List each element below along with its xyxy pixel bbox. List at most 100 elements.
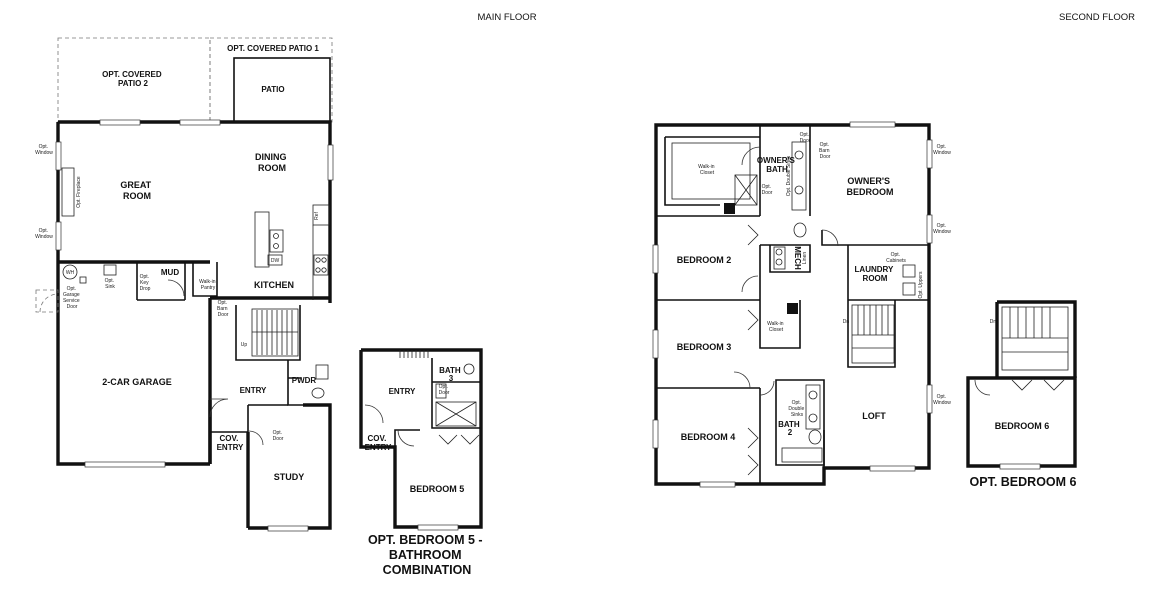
bedroom3-label: BEDROOM 3 [677, 342, 732, 352]
owners-bedroom-label: OWNER'S BEDROOM [847, 176, 894, 197]
walkin-closet-walls [664, 136, 760, 206]
water-heater [62, 264, 78, 280]
main-floor-heading: MAIN FLOOR [477, 12, 536, 23]
opt-garage-sink [103, 264, 117, 276]
owners-bath-linen [724, 203, 735, 214]
pwdr-label: PWDR [292, 376, 317, 385]
bath2-walls [775, 379, 825, 466]
bedroom3-walkin-closet-note: Walk-in Closet [767, 321, 785, 333]
bath2-toilet [808, 429, 822, 445]
opt-barn-door-note: Opt. Barn Door [217, 300, 229, 318]
opt-garage-door-note: Opt. Garage Service Door [63, 286, 81, 310]
mud-door-swing [167, 279, 185, 297]
owners-bath-label: OWNER'S BATH [757, 156, 797, 174]
walkin-closet-label: Walk-in Closet [698, 164, 716, 176]
bath3-sink [435, 383, 447, 399]
bath3-toilet [463, 363, 475, 375]
bedroom5-door [397, 429, 415, 447]
bath2-vanity [805, 384, 821, 430]
opt-bedroom5-interior-walls [394, 358, 481, 447]
opt-fireplace-note: Opt. Fireplace [76, 176, 82, 208]
bath2-label: BATH 2 [778, 420, 802, 437]
ref-note: Ref [314, 211, 320, 219]
opt-bedroom6-plan: Dn BEDROOM 6 OPT. BEDROOM 6 [966, 300, 1077, 489]
window-great-room-2 [55, 221, 62, 251]
opt-bedroom5-opt-door-note: Opt. Door [439, 384, 450, 396]
mud-label: MUD [161, 268, 179, 277]
opt-bedroom5-stair-rail [399, 350, 429, 358]
second-floor-plan: Walk-in Closet OWNER'S BATH OWNER'S BEDR… [652, 121, 951, 488]
bath2-opt-double-sinks-note: Opt. Double Sinks [788, 400, 805, 418]
mech-laundry-stair-walls [760, 230, 929, 368]
bath3-shower [435, 401, 477, 427]
study-label: STUDY [274, 472, 305, 482]
opt-window-note-2: Opt. Window [35, 228, 53, 240]
opt-uppers-note: Opt. Uppers [918, 271, 924, 298]
main-stairs [251, 308, 299, 357]
bedroom-closet-doors [747, 224, 759, 476]
opt-bedroom5-entry-label: ENTRY [389, 387, 416, 396]
bedroom3-door [733, 371, 751, 389]
garage-label: 2-CAR GARAGE [102, 377, 172, 387]
powder-sink [315, 364, 329, 380]
range [313, 254, 329, 276]
bedroom5-closet-doors [438, 434, 480, 445]
cov-entry-label: COV. ENTRY [217, 434, 244, 452]
wh-note: WH [66, 270, 75, 276]
opt-covered-patio-2-label: OPT. COVERED PATIO 2 [102, 70, 164, 88]
great-room-label: GREAT ROOM [120, 180, 153, 201]
opt-sink-note: Opt. Sink [105, 278, 116, 290]
dining-room-label: DINING ROOM [255, 152, 289, 173]
mech-equipment [773, 246, 786, 270]
opt-bedroom5-caption: OPT. BEDROOM 5 - BATHROOM COMBINATION [368, 533, 486, 577]
bath3-label: BATH 3 [439, 366, 463, 383]
owners-bath-door [741, 146, 761, 166]
patio-label: PATIO [261, 85, 284, 94]
kitchen-label: KITCHEN [254, 280, 294, 290]
bedroom5-label: BEDROOM 5 [410, 484, 465, 494]
owners-bedroom-door [821, 229, 839, 247]
owners-bath-opt-door-note: Opt. Door [762, 184, 773, 196]
entry-label: ENTRY [240, 386, 267, 395]
opt-bedroom5-cov-entry-label: COV. ENTRY [365, 434, 392, 452]
bath2-tub [781, 447, 823, 463]
powder-toilet [311, 387, 325, 399]
main-floor-plan: OPT. COVERED PATIO 2 OPT. COVERED PATIO … [35, 37, 334, 532]
opt-bedroom6-stair-walls [995, 300, 1077, 378]
walkin-closet-shelf [671, 142, 751, 200]
bedroom2-label: BEDROOM 2 [677, 255, 732, 265]
laundry-label: LAUNDRY ROOM [855, 265, 896, 283]
refrigerator [312, 204, 330, 226]
kitchen-sink [269, 229, 284, 253]
dw-note: DW [271, 258, 280, 264]
garage-door [84, 461, 166, 468]
owners-opt-door-note: Opt. Door [800, 132, 811, 144]
bedroom6-door [974, 379, 991, 396]
mech-label: MECH [793, 246, 802, 270]
opt-cabinets-note: Opt. Cabinets [886, 252, 906, 264]
bedroom6-closet-doors [1011, 379, 1065, 391]
study-door-swing [248, 430, 264, 446]
opt-window-note-owners-2: Opt. Window [933, 223, 951, 235]
opt-window-note-owners-1: Opt. Window [933, 144, 951, 156]
bedroom4-label: BEDROOM 4 [681, 432, 736, 442]
opt-bedroom6-caption: OPT. BEDROOM 6 [970, 475, 1077, 489]
opt-bedroom6-dn-note: Dn [990, 319, 997, 325]
opt-key-drop-note: Opt. Key Drop [140, 274, 151, 292]
bedroom2-door [741, 275, 759, 293]
opt-bedroom5-plan: ENTRY BATH 3 Opt. Door COV. ENTRY BEDROO… [359, 348, 486, 577]
owners-opt-barn-door-note: Opt. Barn Door [819, 142, 831, 160]
owners-shower [734, 174, 758, 206]
bedroom6-label: BEDROOM 6 [995, 421, 1050, 431]
second-floor-heading: SECOND FLOOR [1059, 12, 1135, 23]
second-floor-stairs [851, 304, 895, 364]
opt-door-note: Opt. Door [273, 430, 284, 442]
opt-covered-patio-1-label: OPT. COVERED PATIO 1 [227, 44, 319, 53]
second-floor-dn-note: Dn [843, 319, 850, 325]
dishwasher [267, 254, 283, 266]
linen-note: Linen [802, 252, 808, 264]
window-great-room-rear [99, 119, 141, 126]
opt-fireplace [61, 167, 75, 217]
opt-garage-service-door [35, 289, 59, 313]
